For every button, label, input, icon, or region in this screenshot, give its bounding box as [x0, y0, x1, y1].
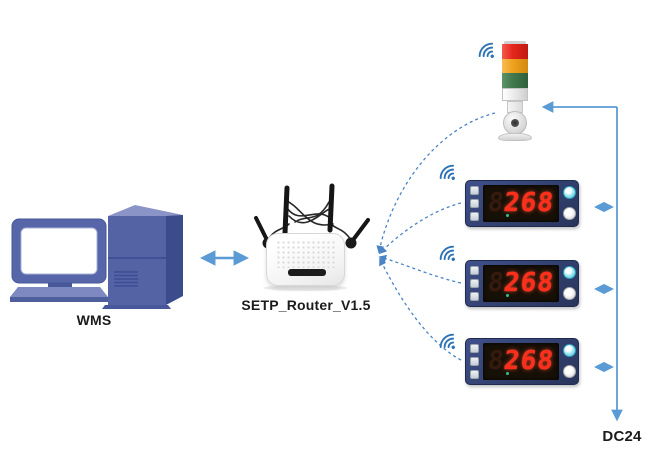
wms-label: WMS: [76, 312, 112, 328]
status-dot: [506, 372, 509, 375]
antenna-angled-right: [351, 218, 370, 242]
display-button: [470, 344, 479, 353]
router-cables: [267, 199, 352, 241]
display-button: [470, 279, 479, 288]
wireless-link-display-3: [379, 257, 462, 361]
wifi-icon-tower: [478, 42, 494, 58]
indicator-lamp: [563, 344, 576, 357]
display-value: 268: [502, 188, 556, 218]
reset-button: [563, 287, 576, 300]
wifi-icon-display-3: [439, 333, 455, 349]
display-screen: 8 268: [483, 343, 559, 380]
router-vent-holes: [276, 240, 336, 268]
display-button: [470, 266, 479, 275]
wifi-icon-display-1: [439, 164, 455, 180]
display-button: [470, 186, 479, 195]
tower-cap: [504, 41, 526, 44]
display-value: 268: [502, 268, 556, 298]
display-button: [470, 199, 479, 208]
tower-mount-joint: [503, 111, 527, 135]
reset-button: [563, 207, 576, 220]
tower-amber-light: [502, 59, 528, 73]
led-display-2: 8 268: [465, 260, 579, 307]
wifi-icon-display-2: [439, 245, 455, 261]
tower-side-face: [166, 215, 183, 305]
signal-tower-icon: [497, 41, 533, 145]
keyboard-top: [10, 287, 108, 297]
antenna-angled-left: [254, 216, 269, 242]
wireless-link-tower: [376, 112, 496, 254]
router-icon: [266, 233, 345, 286]
reset-button: [563, 365, 576, 378]
led-display-3: 8 268: [465, 338, 579, 385]
dc24-label: DC24: [602, 428, 642, 445]
tower-mount-hole: [511, 119, 519, 127]
display-button: [470, 292, 479, 301]
wms-computer-icon: [10, 205, 183, 309]
indicator-lamp: [563, 266, 576, 279]
antenna-tall-left: [282, 185, 290, 236]
tower-vents: [114, 271, 138, 287]
monitor-stand: [48, 283, 72, 287]
led-display-1: 8 268: [465, 180, 579, 227]
tower-front-face: [108, 216, 166, 305]
display-screen: 8 268: [483, 185, 559, 222]
status-dot: [506, 294, 509, 297]
tower-base: [498, 133, 532, 141]
display-screen: 8 268: [483, 265, 559, 302]
tower-body: [502, 88, 528, 101]
antenna-joint-right: [345, 237, 357, 249]
display-value: 268: [502, 346, 556, 376]
display-button: [470, 212, 479, 221]
tower-base: [102, 305, 171, 309]
monitor-screen: [20, 227, 98, 275]
keyboard-front: [10, 297, 108, 302]
status-dot: [506, 214, 509, 217]
router-shadow: [263, 285, 347, 291]
indicator-lamp: [563, 186, 576, 199]
tower-red-light: [502, 44, 528, 59]
wireless-link-display-1: [378, 202, 462, 255]
display-button: [470, 370, 479, 379]
router-label: SETP_Router_V1.5: [241, 297, 371, 313]
tower-green-light: [502, 73, 528, 88]
router-front-slot: [288, 269, 326, 276]
display-button: [470, 357, 479, 366]
